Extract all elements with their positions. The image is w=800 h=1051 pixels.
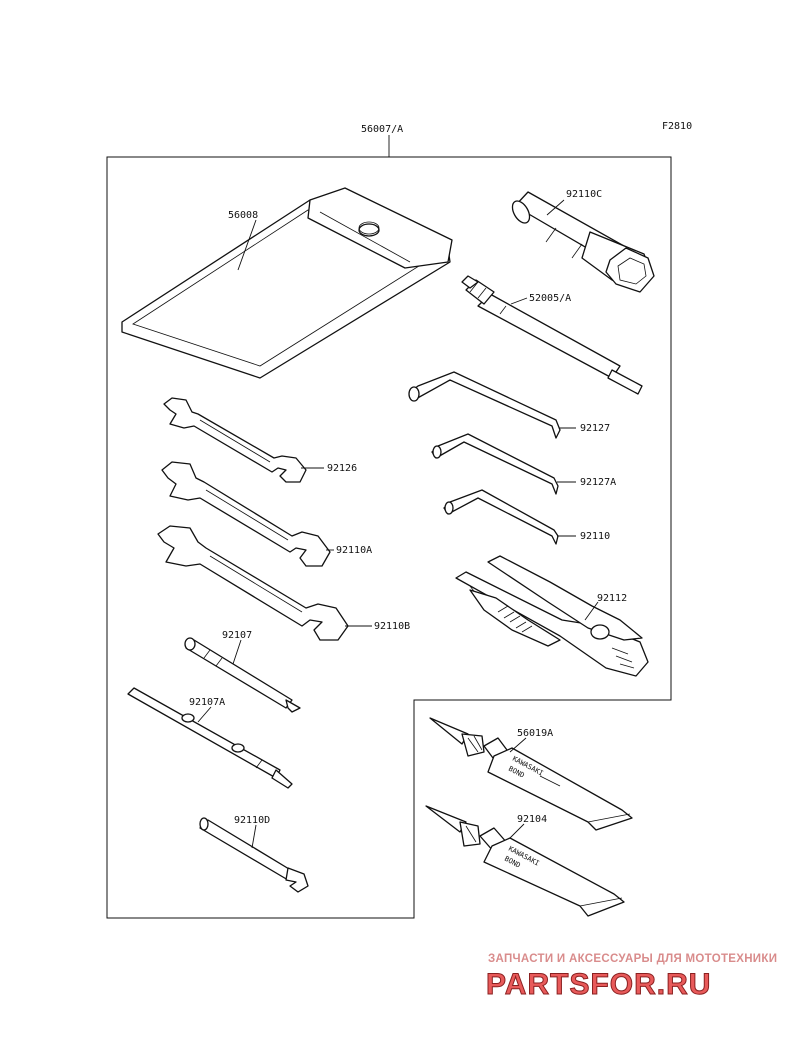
callout-hex-medium[interactable]: 92127A — [580, 477, 616, 488]
callout-wrench-small[interactable]: 92126 — [327, 463, 357, 474]
callout-wrench-large[interactable]: 92110B — [374, 621, 410, 632]
spark-wrench-leader — [546, 199, 565, 216]
hex-key-small — [443, 489, 559, 545]
bond-a-leader — [509, 737, 527, 753]
callout-kit[interactable]: 56007/A — [361, 124, 403, 135]
callout-driver-bit-long[interactable]: 92107A — [189, 697, 225, 708]
spoke-wrench-leader — [251, 824, 257, 849]
callout-spark-plug-wrench[interactable]: 92110C — [566, 189, 602, 200]
callout-hex-large[interactable]: 92127 — [580, 423, 610, 434]
callout-hex-small[interactable]: 92110 — [580, 531, 610, 542]
callout-driver-bit-short[interactable]: 92107 — [222, 630, 252, 641]
figure-code: F2810 — [662, 121, 692, 132]
callout-wrench-medium[interactable]: 92110A — [336, 545, 372, 556]
pouch-leader — [237, 219, 257, 271]
watermark-brand: PARTSFOR.RU — [486, 968, 711, 1001]
bond-tube-b: KAWASAKI BOND — [425, 805, 625, 917]
screwdriver-leader — [510, 297, 528, 305]
wrench-medium — [161, 461, 331, 567]
bit-short-leader — [232, 639, 242, 665]
wrench-small — [163, 397, 307, 483]
watermark-tagline: ЗАПЧАСТИ И АКСЕССУАРЫ ДЛЯ МОТОТЕХНИКИ — [488, 953, 777, 965]
screwdriver-grip — [461, 275, 643, 395]
callout-pliers[interactable]: 92112 — [597, 593, 627, 604]
callout-bond-b[interactable]: 92104 — [517, 814, 547, 825]
tool-pouch — [121, 187, 453, 379]
driver-bit-long — [127, 687, 293, 789]
spark-plug-wrench — [511, 191, 655, 293]
hex-key-large — [408, 371, 561, 439]
callout-spoke-wrench[interactable]: 92110D — [234, 815, 270, 826]
wrench-large — [157, 525, 349, 641]
hex-key-medium — [431, 433, 559, 495]
callout-screwdriver-grip[interactable]: 52005/A — [529, 293, 571, 304]
callout-bond-a[interactable]: 56019A — [517, 728, 553, 739]
callout-pouch[interactable]: 56008 — [228, 210, 258, 221]
spoke-wrench — [199, 817, 309, 893]
kit-boundary — [106, 156, 672, 919]
pliers — [455, 555, 649, 677]
driver-bit-short — [184, 637, 301, 713]
bit-long-leader — [197, 706, 212, 723]
pliers-leader — [584, 601, 599, 621]
bond-b-leader — [509, 823, 525, 839]
